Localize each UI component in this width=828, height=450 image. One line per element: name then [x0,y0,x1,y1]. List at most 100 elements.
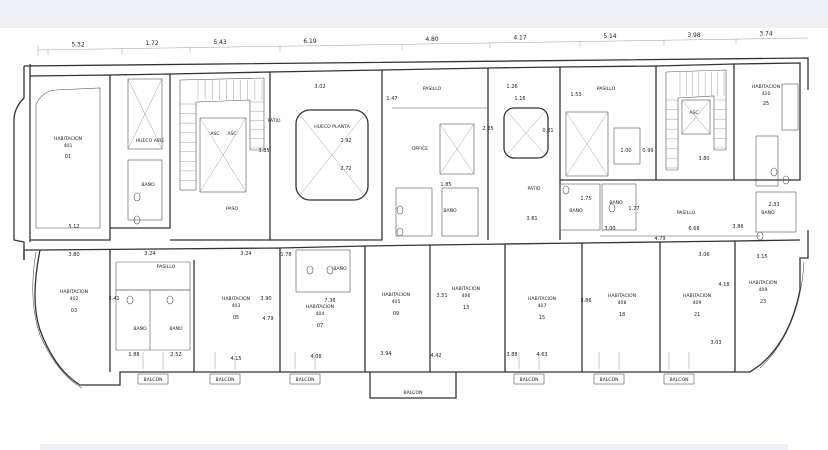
room-label-bottom-6: HABITACION [608,293,636,299]
room-code-bottom-0: 402 [70,296,79,302]
balcony-label-1: BALCON [215,377,234,383]
bano-label-1: BAÑO [443,207,457,214]
inner-dimension-18: 2.33 [768,202,779,208]
toilet-fixture [608,203,616,213]
bano-label-3: BAÑO [609,199,623,206]
balcony-label-4: BALCON [599,377,618,383]
toilet-fixture [770,167,778,177]
room-num-410: 25 [763,101,769,107]
top-toolbar-strip [0,0,828,28]
room-label-bottom-1: HABITACION [222,296,250,302]
inner-dimension-35: 0.99 [642,148,653,154]
balcony-3 [513,373,545,385]
bano-label-4: BAÑO [333,265,347,272]
inner-dimension-16: 1.77 [628,206,639,212]
balcony-2 [289,373,321,385]
inner-dimension-31: 1.53 [570,92,581,98]
room-code-bottom-6: 408 [618,300,627,306]
room-code-bottom-7: 409 [693,300,702,306]
inner-dimension-22: 2.52 [170,352,181,358]
inner-dimension-37: 0.81 [542,128,553,134]
room-num-bottom-0: 03 [71,308,77,314]
lower-room-walls [39,239,801,399]
balcony-label-0: BALCON [143,377,162,383]
pasillo-label-2: PASILLO [597,86,616,92]
inner-dimension-40: 2.85 [482,126,493,132]
inner-dimension-7: 3.94 [380,351,391,357]
asc-label-3: ASC [689,110,698,116]
toilet-fixture [756,231,764,241]
room-num-bottom-6: 18 [619,312,625,318]
room-code-bottom-8: 409 [759,287,768,293]
bano-label-7: BAÑO [761,209,775,216]
inner-dimension-2: 3.24 [144,251,155,257]
inner-dimension-21: 4.08 [310,354,321,360]
room-label-401: HABITACION [54,136,82,142]
inner-dimension-34: 3.06 [698,252,709,258]
bathroom-fixtures [126,167,790,305]
inner-dimension-10: 4.63 [536,352,547,358]
inner-dimension-42: 3.86 [732,224,743,230]
room-label-bottom-4: HABITACION [452,286,480,292]
inner-dimension-39: 3.81 [526,216,537,222]
room-code-401: 401 [64,143,73,149]
inner-dimension-0: 5.12 [68,224,79,230]
room-code-bottom-1: 403 [232,303,241,309]
hueco-planta-label: HUECO PLANTA [314,124,350,130]
room-num-bottom-3: 09 [393,311,399,317]
balcony-label-2: BALCON [295,377,314,383]
inner-dimension-28: 1.47 [386,96,397,102]
outer-walls [13,57,809,389]
balcony-label-center: BALCON [403,390,422,396]
room-label-bottom-0: HABITACION [60,289,88,295]
toilet-fixture [126,295,134,305]
top-dimension-6: 5.14 [603,33,617,40]
top-dimension-5: 4.17 [513,34,527,41]
room-num-bottom-8: 23 [760,299,766,305]
bano-label-6: BAÑO [169,325,183,332]
inner-dimension-3: 3.24 [240,251,251,257]
inner-dimension-36: 1.26 [506,84,517,90]
room-label-bottom-7: HABITACION [683,293,711,299]
room-num-bottom-2: 07 [317,323,323,329]
inner-dimension-11: 3.86 [580,298,591,304]
office-label: OFFICE [412,146,428,152]
inner-dimension-12: 3.51 [436,293,447,299]
inner-dimension-19: 3.80 [698,156,709,162]
room-code-bottom-2: 404 [316,311,325,317]
room-label-bottom-3: HABITACION [382,292,410,298]
room-label-bottom-5: HABITACION [528,296,556,302]
inner-dimension-6: 3.90 [260,296,271,302]
inner-dimension-44: 3.03 [710,340,721,346]
asc-label-2: ASC [227,131,236,137]
room-code-bottom-5: 407 [538,303,547,309]
inner-dimension-30: 1.00 [620,148,631,154]
toilet-fixture [166,295,174,305]
toilet-fixture [326,265,334,275]
room-num-bottom-4: 13 [463,305,469,311]
inner-dimension-24: 3.41 [108,296,119,302]
top-dimension-7: 3.98 [687,32,701,39]
inner-dimension-43: 4.79 [262,316,273,322]
inner-dimension-26: 2.92 [340,138,351,144]
room-num-401: 01 [65,154,71,160]
hueco-aire-label: HUECO AIRE [136,138,165,144]
top-dimension-8: 3.74 [759,31,773,38]
inner-dimension-25: 3.85 [258,148,269,154]
inner-dimension-17: 3.00 [604,226,615,232]
toilet-fixture [133,215,141,225]
upper-room-walls [29,62,801,241]
inner-dimension-41: 4.18 [718,282,729,288]
bano-label-0: BAÑO [141,181,155,188]
balcony-4 [593,373,625,385]
balcony-5 [663,373,695,385]
toilet-fixture [133,192,141,202]
inner-dimension-5: 7.36 [324,298,335,304]
room-num-bottom-1: 05 [233,315,239,321]
balcony-0 [137,373,169,385]
top-dimension-line [37,37,809,56]
balcony-label-5: BALCON [669,377,688,383]
